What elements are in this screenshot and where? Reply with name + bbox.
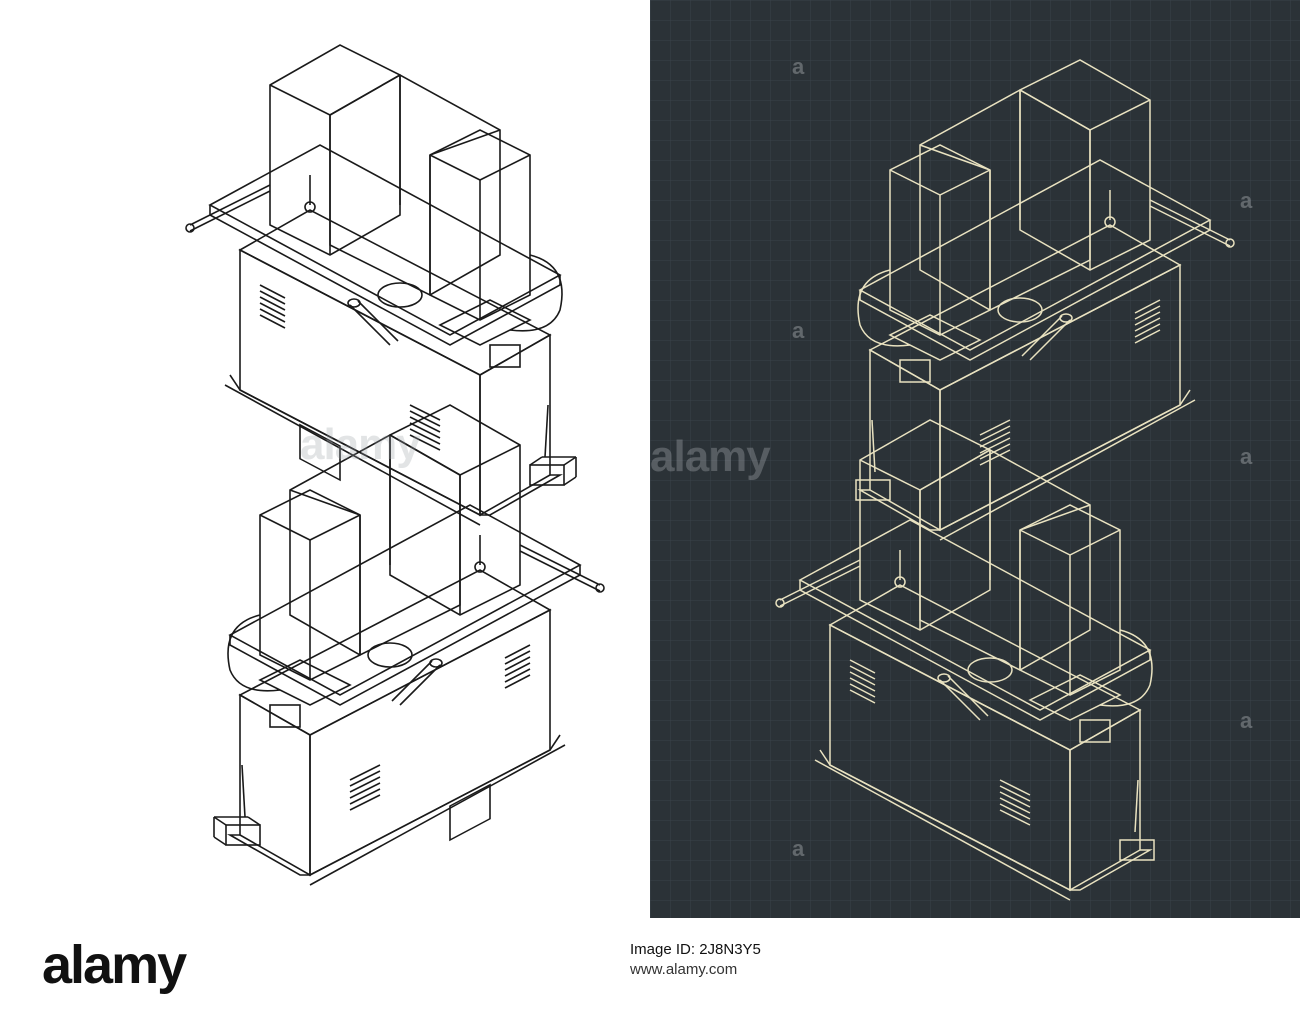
watermark-mark-4: a [1240, 444, 1253, 469]
watermark-brand-dark: alamy [650, 432, 771, 481]
watermark-mark-6: a [792, 836, 805, 861]
footer-bar: alamy Image ID: 2J8N3Y5 www.alamy.com [0, 918, 1300, 1010]
alamy-logo-icon: alamy [42, 935, 187, 995]
watermark-mark-5: a [1240, 708, 1253, 733]
dark-isometric-drawings [650, 0, 1300, 918]
light-blueprint-panel: alamy [0, 0, 650, 918]
footer-meta: Image ID: 2J8N3Y5 www.alamy.com [630, 940, 761, 980]
watermark-mark-3: a [792, 318, 805, 343]
image-id-text: Image ID: 2J8N3Y5 [630, 941, 761, 958]
dark-blueprint-panel: alamy a a a a a a [650, 0, 1300, 918]
source-url-text: www.alamy.com [630, 961, 738, 978]
watermark-mark-2: a [1240, 188, 1253, 213]
watermark-mark-1: a [792, 54, 805, 79]
watermark-brand: alamy [300, 420, 421, 469]
